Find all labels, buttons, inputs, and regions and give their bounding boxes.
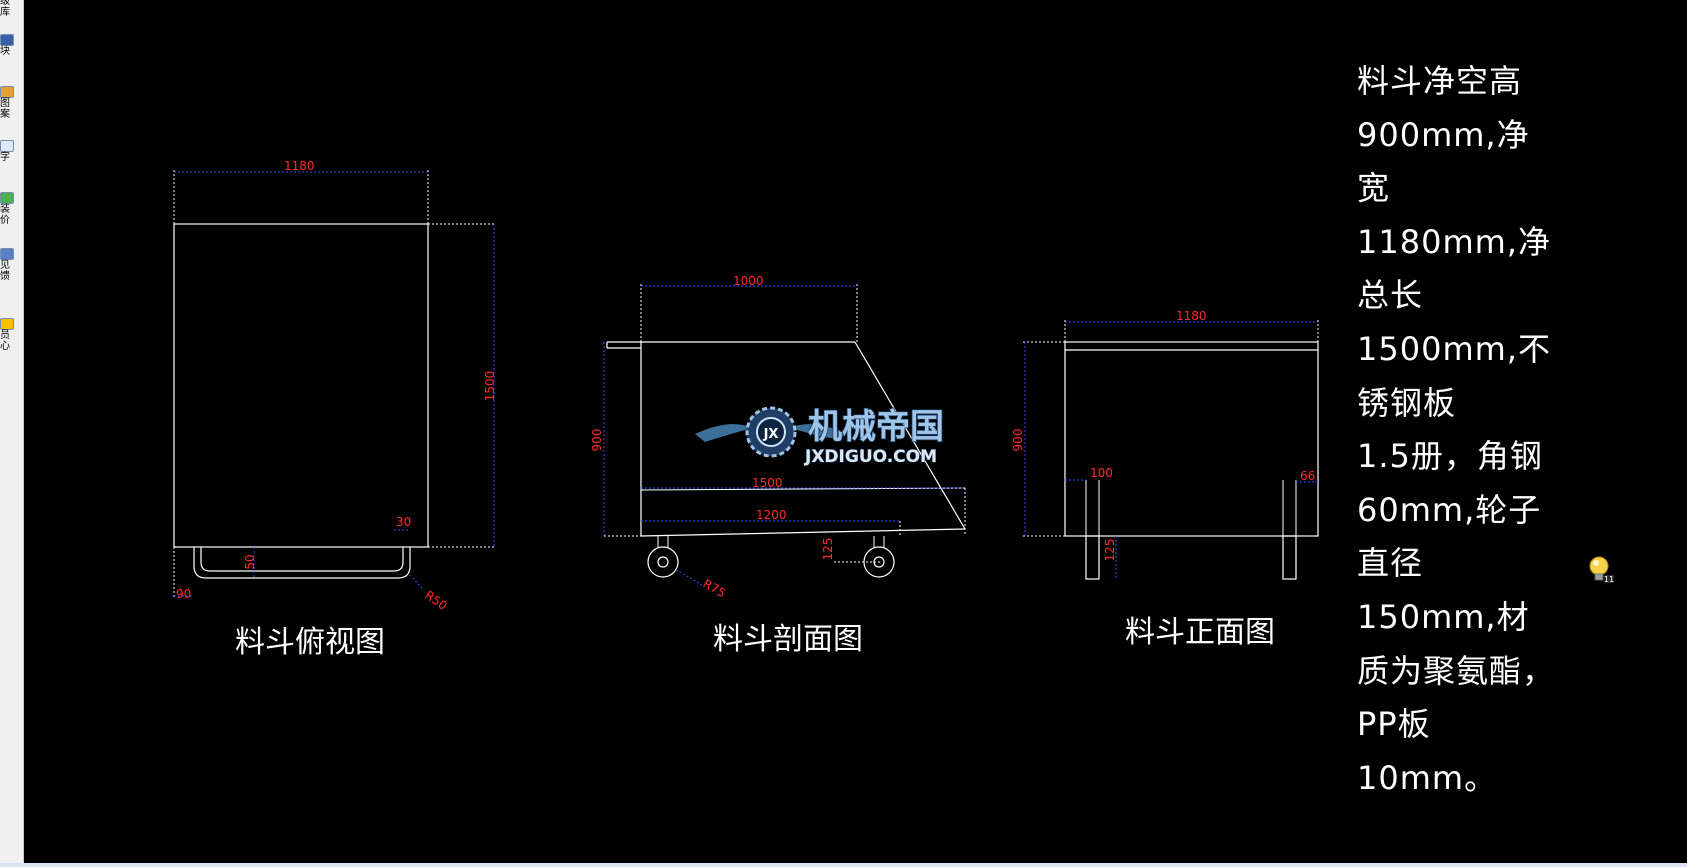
note-line: 质为聚氨酯， [1357,651,1556,690]
front-view: 1180 900 100 66 125 料斗正面图 [1011,309,1319,650]
text-icon [0,140,14,152]
note-line: 1.5册，角钢 [1357,437,1543,476]
section-view-title: 料斗剖面图 [713,622,863,657]
note-line: 总长 [1357,276,1424,315]
note-line: 10mm。 [1357,758,1498,797]
dim-section-length: 1500 [752,476,783,490]
sidebar-item-label: 级 库 [0,0,10,18]
tool-sidebar: 级 库 块 图 案 字 装 价 见 馈 员 心 [0,0,24,867]
dim-top-offset: 90 [176,587,191,601]
member-center-icon [0,318,14,330]
sidebar-item-label: 图 案 [0,98,10,120]
note-line: 1180mm,净 [1357,222,1551,261]
sidebar-item-label: 装 价 [0,204,10,226]
note-line: 1500mm,不 [1357,329,1551,368]
dim-front-right: 66 [1300,469,1315,483]
dim-front-width: 1180 [1176,309,1207,323]
sidebar-item-text[interactable]: 字 [0,140,23,163]
section-view: 1000 900 1500 1200 125 R75 料斗剖面图 [590,274,966,657]
note-line: PP板 [1357,705,1431,744]
sidebar-item-label: 字 [0,152,10,163]
sidebar-item-label: 块 [0,46,10,57]
dim-section-top: 1000 [733,274,764,288]
feedback-icon [0,248,14,260]
dim-front-wheel: 125 [1103,539,1117,562]
drawing-canvas[interactable]: 1180 1500 30 50 90 R50 料斗俯视图 [24,0,1687,863]
watermark-badge: JX [763,427,779,442]
watermark-en: JXDIGUO.COM [804,447,937,467]
note-line: 60mm,轮子 [1357,490,1542,529]
pattern-icon [0,86,14,98]
top-view-title: 料斗俯视图 [235,625,385,660]
sidebar-item-block[interactable]: 块 [0,34,23,57]
watermark-cn: 机械帝国 [808,407,944,447]
note-line: 900mm,净 [1357,115,1530,154]
top-view: 1180 1500 30 50 90 R50 料斗俯视图 [173,159,497,660]
front-view-title: 料斗正面图 [1125,615,1275,650]
note-line: 150mm,材 [1357,597,1530,636]
sidebar-item-label: 员 心 [0,330,10,352]
svg-text:11: 11 [1604,575,1614,584]
note-line: 直径 [1357,544,1424,583]
dim-top-side: 50 [243,554,257,569]
dim-top-radius: R50 [422,588,449,613]
dim-front-leg: 100 [1090,466,1113,480]
dim-section-inner: 1200 [756,508,787,522]
sidebar-item-install-price[interactable]: 装 价 [0,192,23,226]
install-price-icon [0,192,14,204]
sidebar-item-member-center[interactable]: 员 心 [0,318,23,352]
status-strip [0,863,1687,867]
dim-top-inner: 30 [396,515,411,529]
sidebar-item-library[interactable]: 级 库 [0,0,23,18]
lightbulb-icon[interactable]: 11 [1587,555,1615,585]
notes-text: 料斗净空高 900mm,净 宽 1180mm,净 总长 1500mm,不 锈钢板… [1357,55,1597,805]
dim-section-wheel: 125 [821,538,835,561]
sidebar-item-pattern[interactable]: 图 案 [0,86,23,120]
note-line: 料斗净空高 [1357,62,1523,100]
note-line: 锈钢板 [1357,383,1457,422]
sidebar-item-label: 见 馈 [0,260,10,282]
sidebar-item-feedback[interactable]: 见 馈 [0,248,23,282]
block-icon [0,34,14,46]
dim-section-height: 900 [590,429,604,452]
dim-top-width: 1180 [284,159,315,173]
watermark-logo: JX 机械帝国 JXDIGUO.COM [695,406,945,468]
dim-front-height: 900 [1011,429,1025,452]
note-line: 宽 [1357,169,1391,208]
dim-section-radius: R75 [701,576,728,600]
dim-top-height: 1500 [483,371,497,402]
